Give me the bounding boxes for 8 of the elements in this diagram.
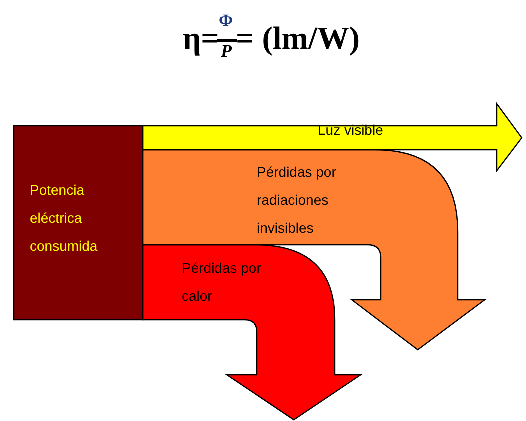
formula-text: η= xyxy=(183,22,220,54)
flow-label: Potencia eléctrica consumida xyxy=(30,181,99,256)
flow-label: Pérdidas por radiaciones invisibles xyxy=(257,163,338,238)
formula-symbol: Φ xyxy=(219,12,234,29)
formula-text: = (lm/W) xyxy=(236,22,360,54)
flow-label: Luz visible xyxy=(318,121,384,140)
formula-symbol: P xyxy=(221,42,232,60)
flow-label: Pérdidas por calor xyxy=(182,259,262,306)
